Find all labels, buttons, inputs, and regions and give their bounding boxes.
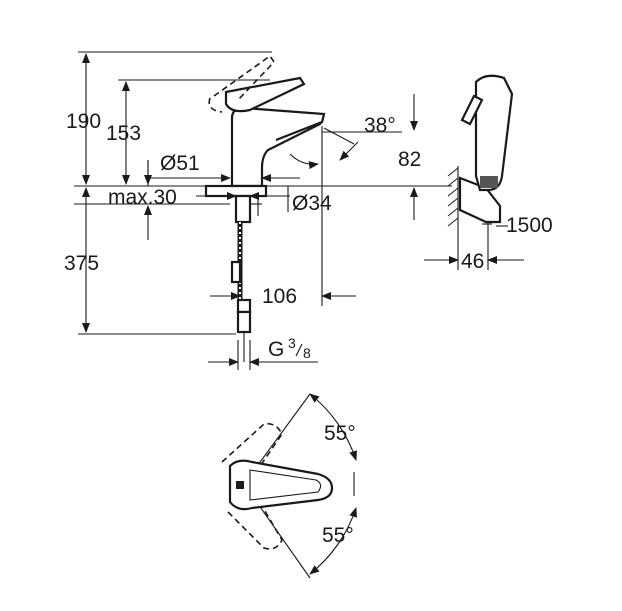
dimension-375: 375 — [64, 187, 236, 335]
faucet-spout — [243, 106, 326, 142]
dimension-82: 82 — [398, 94, 421, 220]
lever-top — [228, 459, 334, 511]
lever-indicator — [236, 481, 244, 489]
hand-shower-view: 1500 46 — [424, 74, 553, 273]
dim-190-label: 190 — [66, 110, 101, 133]
lever-rotated-down — [227, 505, 283, 550]
dimension-max30: max.30 — [108, 160, 177, 240]
faucet-lever-raised — [213, 54, 276, 101]
dimension-153: 153 — [106, 79, 270, 185]
dimension-190: 190 — [66, 51, 272, 185]
dim-153-label: 153 — [106, 122, 141, 145]
dim-46-label: 46 — [461, 250, 484, 273]
faucet-collar — [204, 184, 268, 198]
faucet-lever — [224, 76, 306, 113]
dimension-d51: Ø51 — [147, 152, 300, 186]
dim-max30-label: max.30 — [108, 186, 177, 209]
dim-55-top-label: 55° — [324, 422, 356, 445]
dim-106-label: 106 — [262, 285, 297, 308]
shower-handle — [474, 74, 514, 192]
faucet-side-view — [74, 54, 452, 362]
dim-55-bottom-label: 55° — [322, 524, 354, 547]
dim-thread-den: 8 — [303, 345, 311, 361]
hose-nut — [236, 298, 252, 314]
hose-fitting — [236, 310, 252, 334]
dim-38-label: 38° — [364, 114, 396, 137]
dimension-106: 106 — [210, 126, 356, 308]
dimension-thread: G 3 8 — [208, 335, 318, 370]
faucet-top-view: 55° 55° — [221, 393, 357, 579]
dim-thread-num: 3 — [288, 335, 296, 351]
dim-d34-label: Ø34 — [292, 192, 332, 215]
dim-thread-label: G — [268, 338, 284, 361]
faucet-shank — [234, 194, 252, 224]
dim-d51-label: Ø51 — [160, 152, 200, 175]
dim-375-label: 375 — [64, 252, 99, 275]
dim-82-label: 82 — [398, 148, 421, 171]
shower-grip — [480, 176, 498, 188]
dim-1500-label: 1500 — [506, 214, 553, 237]
dimension-38deg: 38° — [289, 114, 402, 170]
shower-trigger — [460, 94, 484, 126]
